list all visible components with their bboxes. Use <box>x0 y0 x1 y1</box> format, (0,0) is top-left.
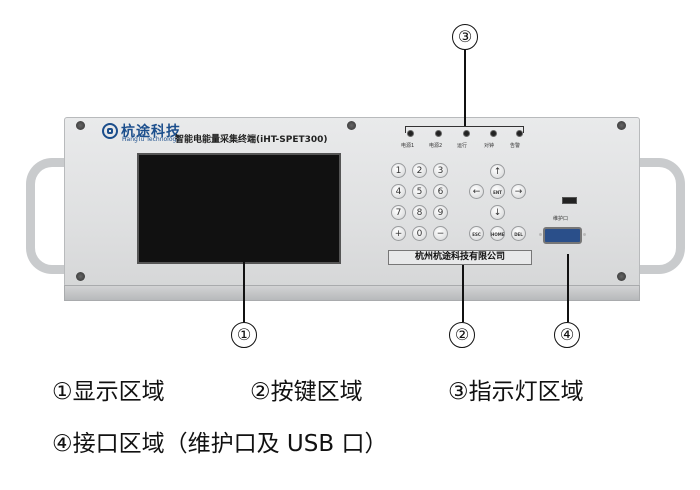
numpad-key[interactable]: + <box>391 226 406 241</box>
legend-interface-area: ④接口区域（维护口及 USB 口） <box>52 431 388 457</box>
callout-3-line <box>464 50 466 126</box>
legend-display-area: ①显示区域 <box>52 379 165 405</box>
left-arrow-key[interactable]: ← <box>469 184 484 199</box>
callout-1-line <box>243 256 245 322</box>
company-nameplate: 杭州杭途科技有限公司 <box>388 250 532 265</box>
brand-logo-icon <box>102 123 118 139</box>
callout-4-line <box>567 254 569 322</box>
panel-base <box>64 285 640 301</box>
numpad-key[interactable]: 7 <box>391 205 406 220</box>
indicator-led-icon <box>435 130 442 137</box>
numpad-key[interactable]: 5 <box>412 184 427 199</box>
indicator-label: 电源1 <box>401 143 415 149</box>
callout-3: ③ <box>452 24 478 50</box>
screw-icon <box>617 121 626 130</box>
screw-icon <box>617 272 626 281</box>
indicator-led-icon <box>463 130 470 137</box>
numpad-key[interactable]: 2 <box>412 163 427 178</box>
indicator-label: 运行 <box>457 143 468 149</box>
indicator-label: 告警 <box>510 143 521 149</box>
numpad-key[interactable]: 4 <box>391 184 406 199</box>
indicator-led-icon <box>516 130 523 137</box>
maintenance-port-label: 维护口 <box>553 216 569 222</box>
right-rack-handle <box>626 158 685 274</box>
indicator-led-icon <box>407 130 414 137</box>
numpad-key[interactable]: 1 <box>391 163 406 178</box>
indicator-led-icon <box>490 130 497 137</box>
legend-key-area: ②按键区域 <box>250 379 363 405</box>
lcd-display <box>137 153 341 264</box>
callout-4: ④ <box>554 322 580 348</box>
right-arrow-key[interactable]: → <box>511 184 526 199</box>
esc-key[interactable]: ESC <box>469 226 484 241</box>
numpad-key[interactable]: 8 <box>412 205 427 220</box>
screw-icon <box>76 272 85 281</box>
callout-2-line <box>462 265 464 322</box>
brand-name: 杭途科技 <box>121 124 181 140</box>
callout-2: ② <box>449 322 475 348</box>
serial-port-icon[interactable] <box>539 227 586 244</box>
model-label: 智能电能量采集终端(iHT-SPET300) <box>175 135 328 145</box>
enter-key[interactable]: ENT <box>490 184 505 199</box>
numpad-key[interactable]: 9 <box>433 205 448 220</box>
del-key[interactable]: DEL <box>511 226 526 241</box>
brand-name-en: HangTu Technology <box>122 136 180 143</box>
callout-1: ① <box>231 322 257 348</box>
legend-indicator-area: ③指示灯区域 <box>448 379 584 405</box>
down-arrow-key[interactable]: ↓ <box>490 205 505 220</box>
usb-port-icon[interactable] <box>562 197 577 204</box>
left-rack-handle <box>26 158 85 274</box>
up-arrow-key[interactable]: ↑ <box>490 164 505 179</box>
screw-icon <box>76 121 85 130</box>
indicator-label: 对钟 <box>484 143 495 149</box>
numpad-key[interactable]: 6 <box>433 184 448 199</box>
numpad-key[interactable]: − <box>433 226 448 241</box>
numpad-key[interactable]: 0 <box>412 226 427 241</box>
indicator-bracket <box>405 126 524 133</box>
indicator-label: 电源2 <box>429 143 443 149</box>
home-key[interactable]: HOME <box>490 226 505 241</box>
numpad-key[interactable]: 3 <box>433 163 448 178</box>
screw-icon <box>347 121 356 130</box>
